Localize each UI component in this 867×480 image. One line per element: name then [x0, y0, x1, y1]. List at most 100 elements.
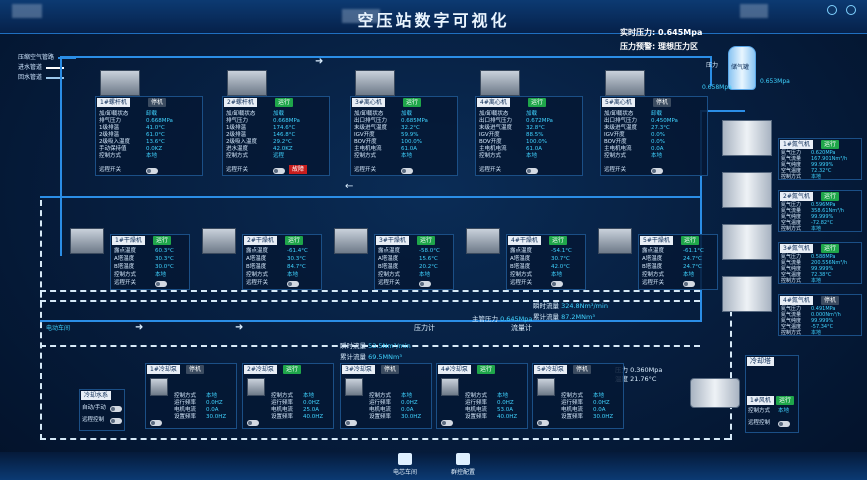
pump-4-remote-toggle[interactable] [441, 420, 453, 426]
nitrogen-2-label: 氮气纯度 [781, 214, 802, 220]
dryer-4-label: 控制方式 [510, 272, 533, 278]
compressor-1-value: 13.6°C [146, 139, 165, 145]
dryer-2-state: 运行 [285, 236, 304, 245]
nav-cell-workshop[interactable]: 电芯车间 [380, 452, 430, 480]
compressor-3-remote-toggle[interactable] [401, 168, 413, 174]
nitrogen-3-label: 控制方式 [781, 278, 802, 284]
compressor-3-value: 61.0A [401, 146, 418, 152]
pump-1-remote-toggle[interactable] [150, 420, 162, 426]
water-right [730, 300, 732, 440]
dryer-5-remote-toggle[interactable] [683, 281, 695, 287]
pump-3-label: 电机电流 [369, 407, 392, 413]
compressor-2-label: 排气压力 [226, 118, 249, 124]
nitrogen-1-value: 0.620MPa [811, 150, 836, 156]
dryer-1-value: 60.3°C [155, 248, 174, 254]
compressor-4-label: BOV开度 [479, 139, 502, 145]
page-title: 空压站数字可视化 [357, 11, 510, 30]
nitrogen-2-value: -72.82°C [811, 220, 834, 226]
pump-2-value: 本地 [303, 393, 315, 399]
pump-2-remote-toggle[interactable] [247, 420, 259, 426]
compressor-2-label: 控制方式 [226, 153, 249, 159]
pump-1-label: 设置频率 [174, 414, 197, 420]
dryer-5-label: B塔温度 [642, 264, 663, 270]
legend-supply-water: 进水管道 [18, 62, 65, 71]
compressor-2-remote-toggle[interactable] [273, 168, 285, 174]
compressor-1-name: 1#螺杆机 [97, 98, 130, 107]
nitrogen-1-value: 本地 [811, 174, 822, 180]
pump-3-remote-toggle[interactable] [345, 420, 357, 426]
air-dryer-pipe [700, 110, 745, 112]
compressor-2-alarm[interactable]: 故障 [289, 165, 308, 174]
dryer-2-value: 84.7°C [287, 264, 306, 270]
compressor-1-state: 停机 [148, 98, 167, 107]
dryer-3-label: A塔温度 [378, 256, 399, 262]
cooling-water-panel: 冷却水系 自动/手动 远程控制 [79, 389, 125, 431]
nitrogen-4-label: 氮气压力 [781, 306, 802, 312]
pump-5-remote-toggle[interactable] [537, 420, 549, 426]
dryer-5-label: 露点温度 [642, 248, 665, 254]
cw-row-1: 自动/手动 [82, 405, 106, 411]
main-pressure: 主管压力 0.645Mpa [472, 315, 533, 323]
pump-5-value: 30.0HZ [593, 414, 614, 420]
dryer-1-remote-toggle[interactable] [155, 281, 167, 287]
pump-5-icon [537, 378, 555, 396]
water-loop-c [40, 345, 700, 347]
compressor-1-label: 加/卸载状态 [99, 111, 129, 117]
cooling-tower-unit [690, 378, 740, 408]
nitrogen-3-name: 3#氮气机 [780, 244, 813, 253]
ct-toggle[interactable] [778, 421, 790, 427]
compressor-3-label: 控制方式 [354, 153, 377, 159]
dryer-1-value: 本地 [155, 272, 167, 278]
dryer-5-state: 运行 [681, 236, 700, 245]
dryer-3-remote-toggle[interactable] [419, 281, 431, 287]
nitrogen-3-label: 空气温度 [781, 272, 802, 278]
compressor-5-remote-toggle[interactable] [651, 168, 663, 174]
compressor-2-value: 146.8°C [273, 132, 296, 138]
pump-4-name: 4#冷却泵 [438, 365, 471, 374]
pump-5-state: 停机 [573, 365, 592, 374]
dryer-2-label: B塔温度 [246, 264, 267, 270]
cw-toggle-2[interactable] [110, 418, 122, 424]
cooling-fan-name: 1#风机 [747, 396, 774, 405]
pump-5-value: 0.0HZ [593, 400, 610, 406]
compressor-5-name: 5#离心机 [602, 98, 635, 107]
dryer-4-remote-toggle[interactable] [551, 281, 563, 287]
nitrogen-1-value: 99.999% [811, 162, 834, 168]
air-right-pipe [700, 110, 702, 322]
cooling-water-title: 冷却水系 [81, 391, 112, 400]
dryer-3-value: 本地 [419, 272, 431, 278]
compressor-5-value: 27.3°C [651, 125, 670, 131]
nav-group-config[interactable]: 群控配置 [438, 452, 488, 480]
compressor-5-label: 控制方式 [604, 153, 627, 159]
dryer-machine [466, 228, 500, 254]
close-button[interactable] [846, 5, 856, 15]
pump-4-state: 运行 [477, 365, 496, 374]
compressor-5-label: BOV开度 [604, 139, 627, 145]
compressor-4-label: 出口排气压力 [479, 118, 513, 124]
pump-1-label: 控制方式 [174, 393, 197, 399]
minimize-button[interactable] [827, 5, 837, 15]
nitrogen-3-value: 0.588MPa [811, 254, 836, 260]
dryer-4-value: 本地 [551, 272, 563, 278]
pump-4-icon [441, 378, 459, 396]
compressor-1-remote-toggle[interactable] [146, 168, 158, 174]
nitrogen-4-label: 控制方式 [781, 330, 802, 336]
dryer-2-remote-toggle[interactable] [287, 281, 299, 287]
compressor-4-remote-toggle[interactable] [526, 168, 538, 174]
compressor-1-value: 卸载 [146, 111, 158, 117]
pressure-alarm: 压力预警: 理想压力区 [620, 42, 698, 51]
cw-toggle-1[interactable] [110, 406, 122, 412]
pump-3-value: 0.0A [401, 407, 414, 413]
air-riser-pipe [710, 56, 712, 86]
pump-4-value: 0.0HZ [497, 400, 514, 406]
pump-1-value: 0.0HZ [206, 400, 223, 406]
dryer-5-label: 控制方式 [642, 272, 665, 278]
dryer-4-name: 4#干燥机 [508, 236, 541, 245]
